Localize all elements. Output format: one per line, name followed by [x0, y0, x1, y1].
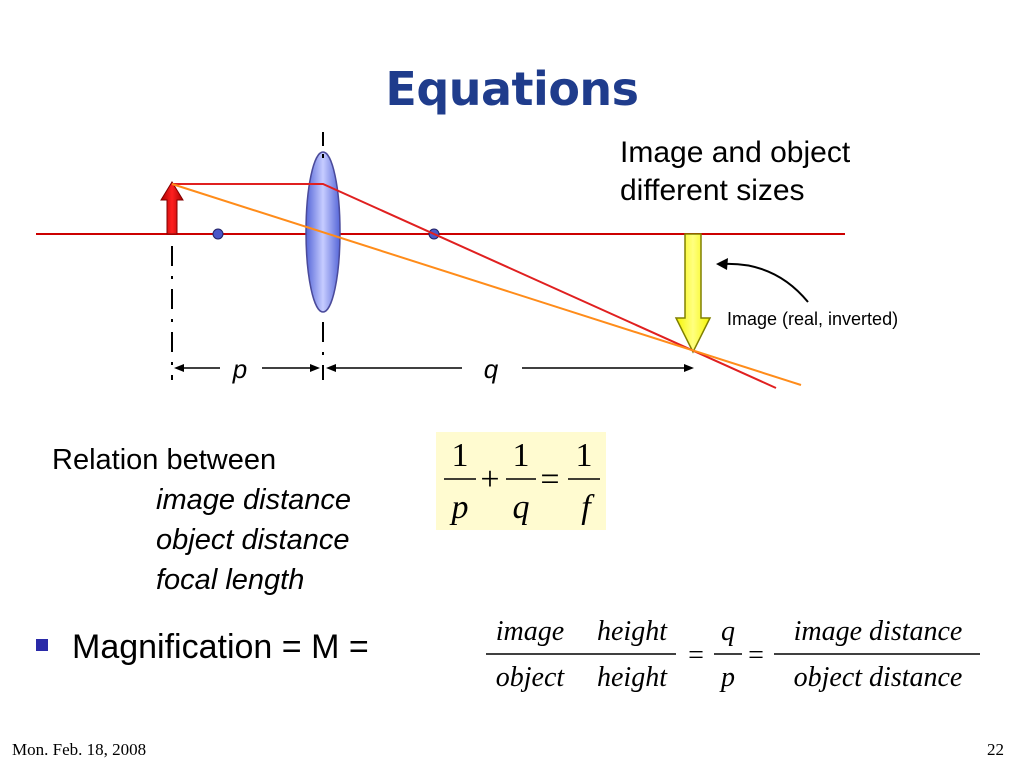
p-dimension-label: p — [232, 354, 247, 384]
lens-eq-denominator-q: q — [513, 489, 530, 526]
lens-eq-denominator-p: p — [450, 489, 469, 526]
q-dimension-label: q — [484, 354, 499, 384]
image-arrow — [674, 233, 712, 354]
mag-num-image: image — [496, 616, 564, 647]
image-label-pointer — [723, 262, 809, 303]
magnification-label: Magnification = M = — [72, 628, 369, 666]
lens-eq-denominator-f: f — [581, 489, 595, 526]
ray-center — [171, 183, 802, 386]
footer-page-number: 22 — [987, 740, 1004, 759]
bullet-square-icon — [36, 639, 48, 652]
ray-parallel — [172, 183, 777, 389]
lens-diagram: p q Image (real, inverted) — [36, 132, 898, 389]
lens-eq-numerator-1: 1 — [452, 437, 469, 474]
caption-line: different sizes — [620, 174, 805, 207]
magnification-equation: image height object height = q p = image… — [486, 616, 980, 693]
image-label-pointer-head — [716, 258, 728, 270]
p-arrowhead-left — [174, 364, 184, 372]
lens-eq-plus: + — [480, 461, 499, 498]
q-arrowhead-right — [684, 364, 694, 372]
mag-num-image-distance: image distance — [794, 616, 963, 647]
caption-line: Image and object — [620, 136, 851, 169]
mag-den-p: p — [719, 662, 735, 693]
mag-num-q: q — [721, 616, 735, 647]
lens-equation-box: 1 p + 1 q = 1 f — [436, 432, 606, 530]
lens-eq-equals: = — [540, 461, 559, 498]
lens-eq-numerator-2: 1 — [513, 437, 530, 474]
object-arrow — [160, 181, 184, 235]
slide-title: Equations — [385, 62, 639, 116]
relation-heading: Relation between — [52, 444, 277, 476]
relation-item-image-distance: image distance — [156, 484, 352, 516]
relation-item-object-distance: object distance — [156, 524, 350, 556]
footer-date: Mon. Feb. 18, 2008 — [12, 740, 147, 759]
magnification-bullet: Magnification = M = — [36, 628, 369, 667]
lens-equation: 1 p + 1 q = 1 f — [444, 437, 600, 526]
mag-num-height: height — [597, 616, 668, 647]
caption-image-object-sizes: Image and object different sizes — [620, 134, 850, 210]
relation-item-focal-length: focal length — [156, 564, 305, 596]
mag-den-object-distance: object distance — [794, 662, 963, 693]
lens-eq-numerator-3: 1 — [576, 437, 593, 474]
mag-equals-1: = — [688, 640, 704, 671]
focal-point-left — [212, 228, 224, 240]
mag-equals-2: = — [748, 640, 764, 671]
p-arrowhead-right — [310, 364, 320, 372]
q-arrowhead-left — [326, 364, 336, 372]
mag-den-object: object — [496, 662, 566, 693]
image-label: Image (real, inverted) — [727, 309, 898, 329]
relation-text: Relation between image distance object d… — [52, 440, 351, 600]
mag-den-height: height — [597, 662, 668, 693]
